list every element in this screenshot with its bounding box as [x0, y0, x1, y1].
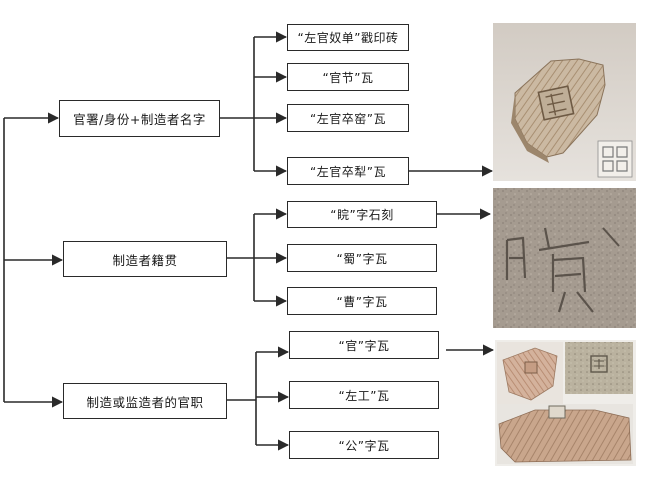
- brick-fragment-photo: [493, 23, 636, 181]
- stone-carving-photo: [493, 188, 636, 328]
- category-box-1: 官署/身份+制造者名字: [59, 100, 220, 137]
- item-box-1-1: “左官奴单”戳印砖: [287, 24, 409, 51]
- item-box-2-2: “蜀”字瓦: [287, 244, 437, 272]
- item-box-1-2: “官节”瓦: [287, 63, 409, 91]
- item-box-1-4: “左官卒犁”瓦: [287, 157, 409, 185]
- item-box-3-3: “公”字瓦: [289, 431, 439, 459]
- item-box-2-3: “曹”字瓦: [287, 287, 437, 315]
- item-box-3-2: “左工”瓦: [289, 381, 439, 409]
- tile-fragments-photo: [495, 340, 636, 466]
- category-box-2: 制造者籍贯: [63, 241, 227, 277]
- item-box-2-1: “睆”字石刻: [287, 201, 437, 228]
- category-box-3: 制造或监造者的官职: [63, 383, 227, 419]
- item-box-3-1: “官”字瓦: [289, 331, 439, 359]
- item-box-1-3: “左官卒窑”瓦: [287, 104, 409, 132]
